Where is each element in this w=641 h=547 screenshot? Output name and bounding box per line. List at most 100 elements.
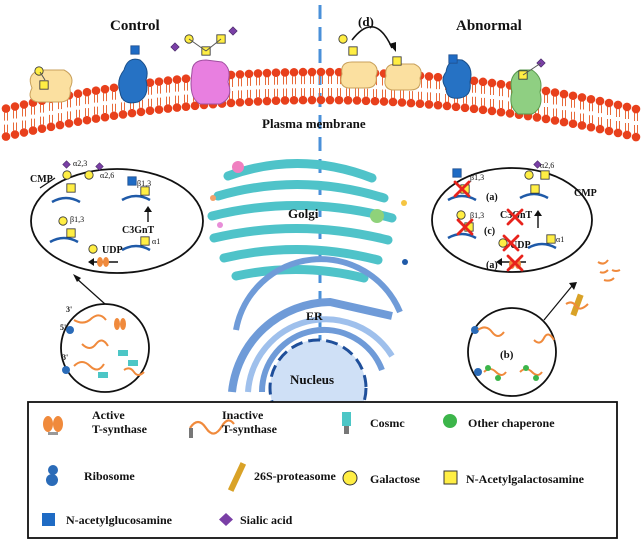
svg-text:(b): (b) (500, 349, 514, 361)
lipid-head (370, 96, 380, 106)
golgi-label: Golgi (288, 206, 319, 221)
legend-glcnac: N-acetylglucosamine (42, 513, 173, 527)
lipid-head (1, 104, 11, 113)
abnormal-title: Abnormal (456, 18, 522, 34)
lipid-head (550, 116, 560, 125)
legend-line: T-synthase (222, 422, 278, 436)
lipid-head (64, 119, 74, 128)
svg-text:α2,6: α2,6 (100, 171, 114, 180)
lipid-tail (544, 94, 548, 115)
membrane-label: Plasma membrane (262, 116, 366, 131)
lipid-head (136, 107, 146, 117)
svg-text:CMP: CMP (574, 188, 597, 199)
lipid-tail (103, 93, 107, 114)
step-d-arrow (351, 25, 393, 49)
legend-galactose: Galactose (342, 470, 421, 486)
lipid-head (568, 91, 578, 101)
lipid-head (145, 106, 155, 116)
lipid-head (244, 69, 254, 79)
lipid-tail (265, 77, 269, 98)
lipid-head (154, 77, 164, 86)
lipid-tail (274, 76, 278, 97)
lipid-head (595, 124, 605, 134)
right-er-zoom: (b) (467, 259, 621, 397)
legend-cosmc: Cosmc (342, 412, 405, 434)
lipid-tail (634, 113, 638, 134)
legend-box (27, 401, 618, 539)
lipid-head (28, 126, 38, 135)
lipid-head (361, 96, 371, 106)
svg-text:(c): (c) (484, 226, 495, 237)
lipid-head (289, 95, 299, 105)
lipid-head (487, 106, 497, 116)
lipid-head (604, 98, 614, 108)
lipid-tail (427, 80, 431, 101)
legend-galnac: N-Acetylgalactosamine (443, 470, 585, 486)
protein-green-abn (510, 69, 542, 115)
lipid-head (595, 96, 605, 106)
svg-text:Other chaperone: Other chaperone (468, 416, 555, 430)
lipid-head (469, 104, 479, 114)
lipid-head (37, 124, 47, 133)
legend-line: Inactive (222, 408, 264, 422)
svg-text:C3GnT: C3GnT (122, 225, 155, 236)
lipid-head (163, 76, 173, 85)
lipid-head (478, 77, 488, 87)
lipid-head (253, 69, 263, 78)
svg-text:β1,3: β1,3 (470, 211, 484, 220)
lipid-head (325, 67, 335, 77)
legend-line: T-synthase (92, 422, 148, 436)
lipid-head (496, 107, 506, 117)
lipid-head (298, 67, 308, 77)
svg-text:(a): (a) (486, 260, 498, 271)
lipid-tail (616, 108, 620, 129)
lipid-head (10, 130, 20, 139)
lipid-head (352, 96, 362, 105)
lipid-head (190, 101, 200, 111)
lipid-head (154, 105, 164, 114)
svg-text:N-Acetylgalactosamine: N-Acetylgalactosamine (466, 472, 585, 486)
lipid-head (172, 103, 182, 112)
lipid-tail (319, 76, 323, 97)
lipid-head (460, 103, 470, 113)
lipid-head (541, 86, 551, 96)
abnormal-membrane-proteins (338, 25, 546, 115)
lipid-head (433, 100, 443, 110)
lipid-head (271, 96, 281, 106)
svg-text:β1,3: β1,3 (137, 179, 151, 188)
lipid-tail (85, 96, 89, 117)
svg-text:3': 3' (66, 305, 72, 314)
lipid-tail (292, 76, 296, 97)
lipid-head (73, 89, 83, 99)
lipid-head (82, 87, 92, 97)
lipid-head (19, 100, 29, 109)
svg-text:α1: α1 (152, 237, 160, 246)
lipid-head (307, 95, 317, 105)
lipid-head (559, 117, 569, 127)
lipid-tail (166, 84, 170, 105)
lipid-head (226, 98, 236, 108)
lipid-head (145, 78, 155, 88)
lipid-head (433, 72, 443, 82)
lipid-head (1, 132, 11, 141)
lipid-head (613, 128, 623, 138)
lipid-head (55, 120, 65, 130)
lipid-head (334, 95, 344, 105)
lipid-head (613, 100, 623, 110)
lipid-head (82, 115, 92, 125)
lipid-head (235, 98, 245, 107)
lipid-head (541, 114, 551, 124)
lipid-tail (31, 106, 35, 127)
lipid-head (496, 79, 506, 89)
lipid-tail (229, 78, 233, 99)
lipid-head (442, 101, 452, 111)
lipid-tail (175, 83, 179, 104)
lipid-head (46, 122, 56, 132)
lipid-head (118, 110, 128, 119)
lipid-head (469, 76, 479, 86)
lipid-tail (58, 101, 62, 122)
lipid-head (127, 108, 137, 118)
lipid-head (181, 102, 191, 111)
lipid-tail (49, 102, 53, 123)
